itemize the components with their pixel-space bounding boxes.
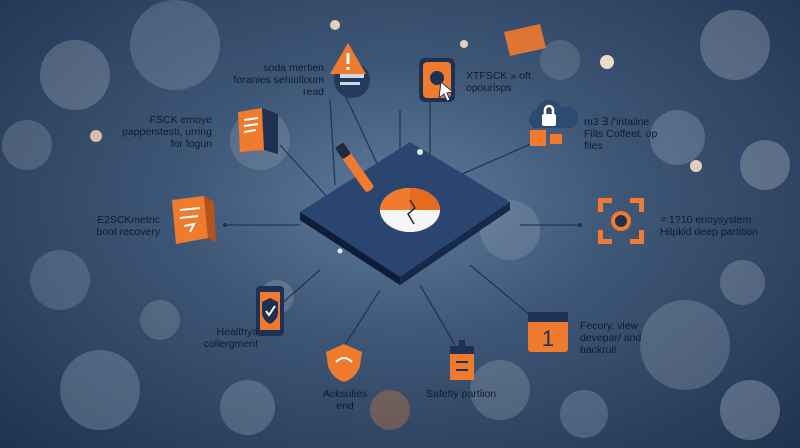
folder-icon[interactable]: [168, 192, 220, 248]
book-icon[interactable]: [232, 104, 284, 156]
label-bottom-right: Fecory. vlew devepar/ and backruil: [580, 320, 642, 356]
expand-arrows-icon[interactable]: [596, 196, 646, 246]
label-left-book: FSCK emoye papperstesti, urring for fogu…: [122, 114, 212, 150]
label-bottom-box: Safetty partiion: [426, 388, 497, 400]
label-top-left: soda mertien foranies sehiolloum read: [233, 62, 324, 98]
phone-shield-icon[interactable]: [250, 284, 292, 340]
box-icon[interactable]: [442, 336, 482, 384]
tag-icon: [500, 24, 548, 58]
label-right-cloud: m3 ∃ /'intaline Filts Coffeet. op files: [584, 116, 658, 152]
label-top-center: XTFSCK » oft opourisps: [466, 70, 531, 94]
shield-icon[interactable]: [324, 342, 364, 384]
calendar-icon[interactable]: 1: [524, 308, 574, 356]
hard-drive-icon[interactable]: [290, 140, 520, 300]
cloud-lock-icon[interactable]: [520, 94, 580, 150]
tablet-cursor-icon[interactable]: [417, 56, 461, 108]
label-left-folder: E2SCKmetric boot recovery: [96, 214, 160, 238]
svg-text:1: 1: [542, 326, 554, 351]
warning-triangle-icon[interactable]: [322, 40, 374, 98]
label-bottom-left: Healthya collergment: [203, 326, 258, 350]
label-right-expand: = 1?10 enoysystem Hilpkid deep partition: [660, 214, 759, 238]
label-bottom-shield: Acksulles end: [322, 388, 368, 412]
